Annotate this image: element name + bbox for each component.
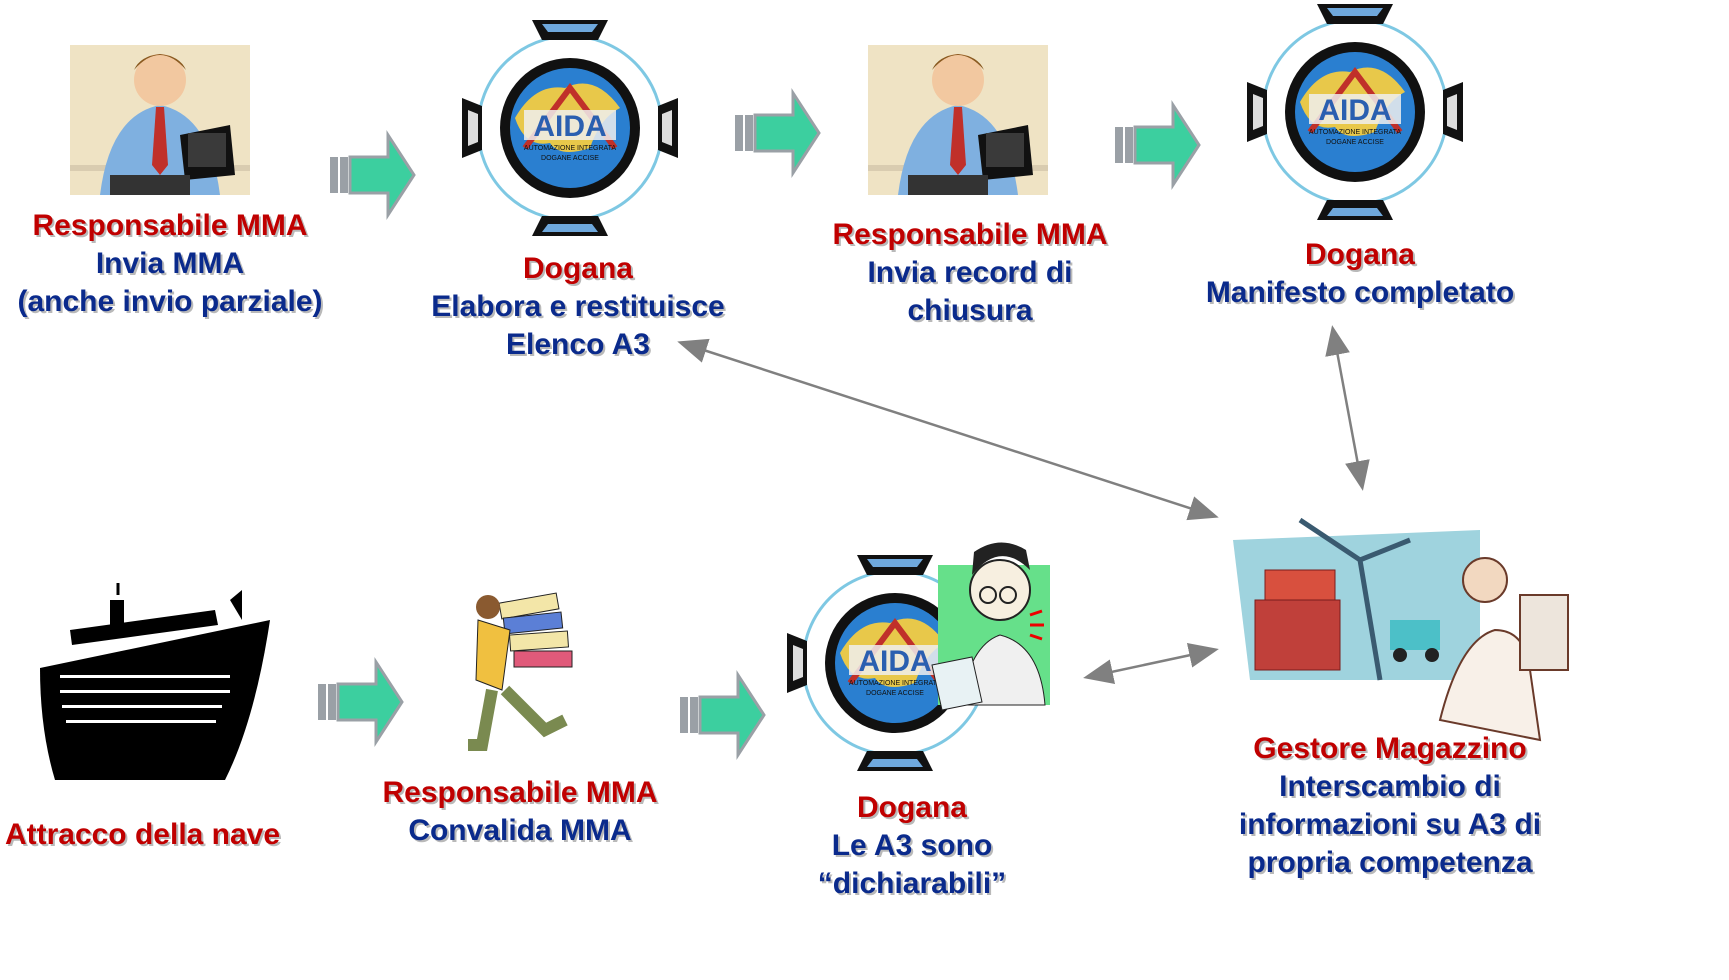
node-customs-process: Dogana Elabora e restituisce Elenco A3 xyxy=(418,250,738,364)
porter-boxes-icon xyxy=(468,592,573,751)
flow-arrow-3 xyxy=(1113,103,1201,187)
desc-line: chiusura xyxy=(907,294,1033,327)
flow-arrow-1 xyxy=(328,133,416,217)
role-label: Dogana xyxy=(522,252,633,285)
inspector-icon xyxy=(931,542,1050,711)
flow-arrow-2 xyxy=(733,91,821,175)
desc-line: (anche invio parziale) xyxy=(17,285,323,318)
flow-arrow-5 xyxy=(678,673,766,757)
role-label: Dogana xyxy=(1304,238,1415,271)
desc-line: propria competenza xyxy=(1247,846,1533,879)
node-warehouse: Gestore Magazzino Interscambio di inform… xyxy=(1225,730,1555,882)
flow-arrow-4 xyxy=(316,660,404,744)
connector-customs-warehouse xyxy=(677,338,1219,521)
node-customs-declarable: Dogana Le A3 sono “dichiarabili” xyxy=(772,789,1052,903)
container-port-icon xyxy=(1233,517,1569,742)
ship-icon xyxy=(40,583,270,780)
desc-line: informazioni su A3 di xyxy=(1238,808,1542,841)
role-label: Responsabile MMA xyxy=(832,218,1108,251)
desc-line: Manifesto completato xyxy=(1205,276,1515,309)
role-label: Attracco della nave xyxy=(4,818,281,851)
desc-line: Invia MMA xyxy=(95,247,245,280)
desc-line: Invia record di xyxy=(867,256,1073,289)
desc-line: Elenco A3 xyxy=(506,328,650,361)
role-label: Dogana xyxy=(856,791,967,824)
businessman-laptop-icon xyxy=(70,45,250,195)
connector-manifest-warehouse xyxy=(1325,325,1370,491)
node-send-mma: Responsabile MMA Invia MMA (anche invio … xyxy=(10,207,330,321)
role-label: Responsabile MMA xyxy=(32,209,308,242)
desc-line: Interscambio di xyxy=(1279,770,1501,803)
businessman-laptop-icon xyxy=(868,45,1048,195)
node-ship-arrival: Attracco della nave xyxy=(0,816,285,854)
role-label: Gestore Magazzino xyxy=(1253,732,1527,765)
connector-declarable-warehouse xyxy=(1083,643,1219,684)
desc-line: Elabora e restituisce xyxy=(431,290,725,323)
desc-line: Convalida MMA xyxy=(408,814,632,847)
desc-line: Le A3 sono xyxy=(831,829,993,862)
node-send-close: Responsabile MMA Invia record di chiusur… xyxy=(810,216,1130,330)
node-validate-mma: Responsabile MMA Convalida MMA xyxy=(360,774,680,850)
aida-logo-icon xyxy=(1247,4,1463,220)
aida-logo-icon xyxy=(462,20,678,236)
desc-line: “dichiarabili” xyxy=(817,867,1007,900)
node-customs-done: Dogana Manifesto completato xyxy=(1200,236,1520,312)
role-label: Responsabile MMA xyxy=(382,776,658,809)
